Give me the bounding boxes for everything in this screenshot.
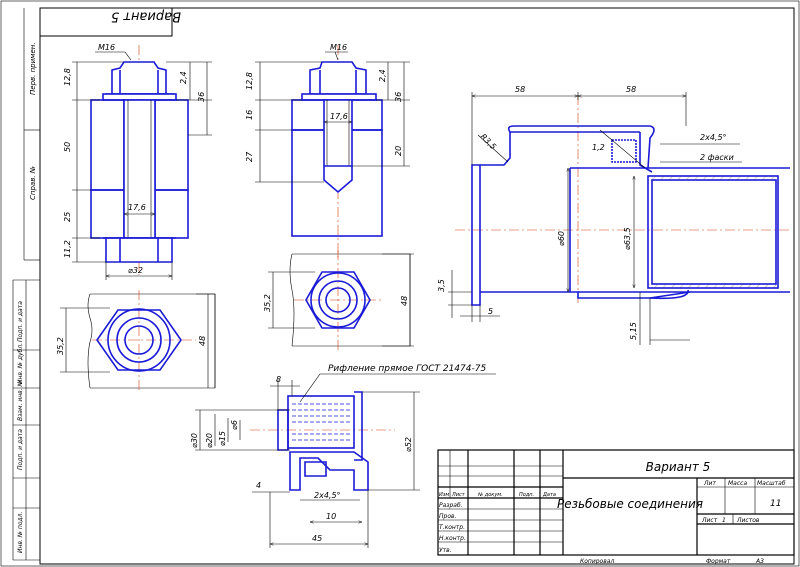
col-podp: Подп. bbox=[519, 492, 534, 498]
footer-kopiroval: Копировал bbox=[580, 558, 614, 565]
variant-stamp: Вариант 5 bbox=[39, 7, 181, 37]
footer-format-value: А3 bbox=[755, 558, 764, 565]
row-prov: Пров. bbox=[439, 513, 457, 520]
dim-4: 4 bbox=[256, 481, 261, 490]
thread-m16-left: М16 bbox=[98, 43, 115, 52]
dim-d60: ⌀60 bbox=[557, 231, 566, 246]
dim-17-6-left: 17,6 bbox=[128, 203, 146, 212]
title-block-title: Резьбовые соединения bbox=[557, 497, 703, 511]
dim-36-left: 36 bbox=[197, 92, 206, 102]
dim-5: 5 bbox=[488, 307, 493, 316]
thread-m16-mid: М16 bbox=[330, 43, 347, 52]
bolt-left-dimensions: М16 12,8 50 25 11,2 2,4 36 17,6 ⌀32 bbox=[63, 43, 212, 280]
dim-32-left: ⌀32 bbox=[128, 266, 143, 275]
row-nkontr: Н.контр. bbox=[439, 535, 466, 542]
dim-3-5: 3,5 bbox=[437, 279, 446, 292]
dim-12-8-mid: 12,8 bbox=[245, 72, 254, 90]
stud-assembly-top-view: 35,2 48 bbox=[263, 250, 414, 350]
label-sprav-no: Справ. № bbox=[29, 166, 37, 200]
bolt-assembly-top-view: 35,2 48 bbox=[56, 290, 216, 392]
title-block-sheet: Лист bbox=[701, 517, 718, 524]
dim-35-2-left-plan: 35,2 bbox=[56, 337, 65, 355]
dim-d20: ⌀20 bbox=[205, 433, 214, 448]
dim-2-4-mid: 2,4 bbox=[378, 69, 387, 82]
title-block-scale-value: 11 bbox=[770, 499, 781, 509]
dim-chamfer-top: 2x4,5° bbox=[700, 133, 727, 142]
dim-48-left-plan: 48 bbox=[198, 336, 207, 346]
label-vzam-inv: Взам. инв. № bbox=[17, 380, 24, 421]
col-doc-no: № докум. bbox=[477, 492, 503, 498]
label-podp-data-1: Подп. и дата bbox=[17, 301, 24, 342]
row-razrab: Разраб. bbox=[439, 502, 463, 509]
dim-8: 8 bbox=[276, 375, 281, 384]
dim-d52: ⌀52 bbox=[404, 437, 413, 452]
sheet-footer: Копировал Формат А3 bbox=[580, 558, 764, 565]
dim-16-mid: 16 bbox=[245, 110, 254, 120]
row-tkontr: Т.контр. bbox=[439, 524, 465, 531]
dim-chamfer-bottom: 2x4,5° bbox=[314, 491, 341, 500]
dim-d30: ⌀30 bbox=[190, 433, 199, 448]
knurl-note: Рифление прямое ГОСТ 21474-75 bbox=[328, 364, 486, 374]
row-utv: Утв. bbox=[439, 547, 452, 554]
left-margin-strip: Перв. примен. Справ. № Подп. и дата Инв.… bbox=[12, 8, 40, 561]
dim-1-2: 1,2 bbox=[592, 143, 605, 152]
dim-r3-5: R3,5 bbox=[479, 132, 498, 151]
dim-25-left: 25 bbox=[63, 212, 72, 222]
label-perv-primen: Перв. примен. bbox=[29, 42, 37, 95]
title-block-variant: Вариант 5 bbox=[646, 460, 711, 474]
dim-2-4-left: 2,4 bbox=[179, 71, 188, 84]
dim-45: 45 bbox=[312, 534, 322, 543]
dim-58-right: 58 bbox=[626, 85, 636, 94]
label-podp-data-2: Подп. и дата bbox=[17, 429, 24, 470]
dim-two-chamfers: 2 фаски bbox=[700, 153, 734, 162]
variant-stamp-text: Вариант 5 bbox=[111, 9, 181, 24]
title-block-sheet-number: 1 bbox=[722, 517, 726, 524]
pipe-assembly-section bbox=[455, 95, 790, 306]
dim-11-2-left: 11,2 bbox=[63, 240, 72, 258]
dim-12-8-left: 12,8 bbox=[63, 68, 72, 86]
dim-d15: ⌀15 bbox=[218, 431, 227, 446]
dim-d6: ⌀6 bbox=[230, 420, 239, 430]
label-inv-dubl: Инв. № дубл. bbox=[17, 343, 24, 384]
col-data: Дата bbox=[542, 492, 556, 498]
dim-17-6-mid: 17,6 bbox=[330, 112, 348, 121]
pipe-assembly-dimensions: 58 58 R3,5 1,2 2x4,5° 2 фаски ⌀60 ⌀63,5 … bbox=[437, 85, 742, 345]
dim-27-mid: 27 bbox=[245, 151, 254, 162]
col-list: Лист bbox=[451, 492, 466, 498]
dim-5-15: 5,15 bbox=[629, 322, 638, 340]
knurled-part-section bbox=[250, 391, 395, 491]
title-block-scale-header: Масштаб bbox=[757, 480, 786, 487]
bolt-assembly-front-view bbox=[90, 45, 189, 275]
stud-mid-dimensions: М16 12,8 16 27 2,4 36 20 17,6 bbox=[245, 43, 410, 183]
dim-58-left: 58 bbox=[515, 85, 525, 94]
dim-48-mid-plan: 48 bbox=[400, 296, 409, 306]
footer-format-label: Формат bbox=[706, 558, 731, 565]
title-block-sheets: Листов bbox=[736, 517, 760, 524]
col-izm: Изм bbox=[439, 492, 449, 498]
stud-assembly-front-view bbox=[291, 45, 383, 260]
dim-50-left: 50 bbox=[63, 142, 72, 152]
sheet-inner-frame bbox=[39, 7, 795, 565]
dim-d63-5: ⌀63,5 bbox=[623, 227, 632, 250]
dim-35-2-mid-plan: 35,2 bbox=[263, 294, 272, 312]
knurled-part-dimensions: Рифление прямое ГОСТ 21474-75 8 ⌀30 ⌀20 … bbox=[190, 364, 496, 548]
title-block: Вариант 5 Резьбовые соединения Лит Масса… bbox=[437, 449, 795, 556]
label-inv-podl: Инв. № подл. bbox=[17, 512, 24, 553]
dim-36-mid: 36 bbox=[394, 92, 403, 102]
dim-20-mid: 20 bbox=[394, 146, 403, 156]
title-block-lit: Лит bbox=[703, 480, 716, 487]
title-block-mass: Масса bbox=[728, 480, 747, 487]
dim-10: 10 bbox=[326, 512, 336, 521]
